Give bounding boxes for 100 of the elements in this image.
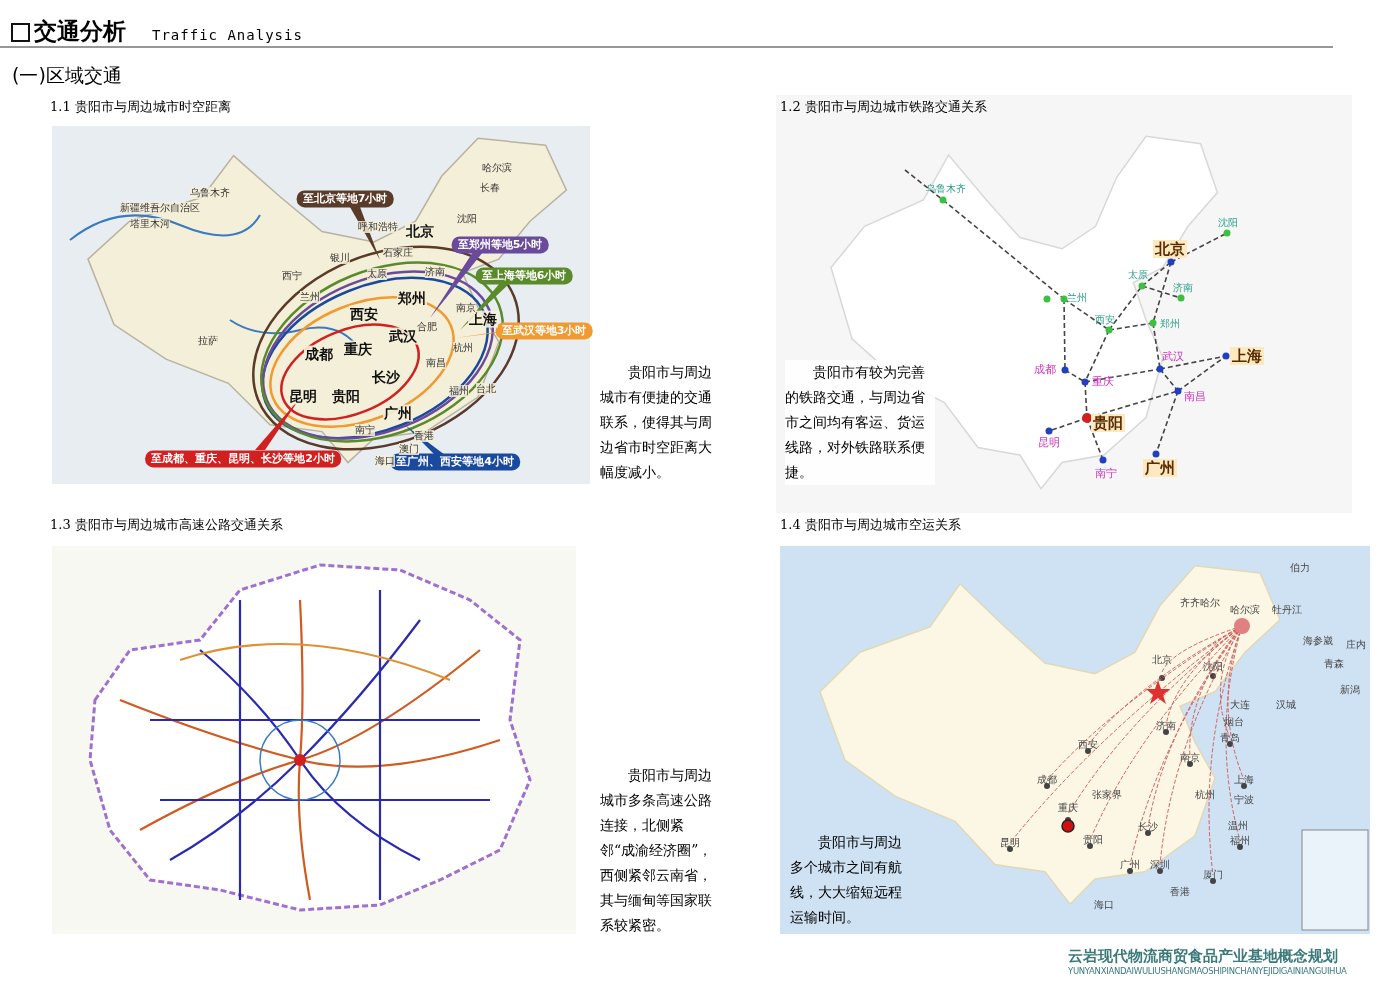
city-label: 杭州 xyxy=(453,342,473,354)
city-label: 合肥 xyxy=(417,321,437,333)
subsection-heading: 1.3 贵阳市与周边城市高速公路交通关系 xyxy=(50,517,283,533)
footer-title: 云岩现代物流商贸食品产业基地概念规划 xyxy=(1068,947,1338,965)
city-label: 乌鲁木齐 xyxy=(190,187,230,199)
city-label: 武汉 xyxy=(1162,350,1184,364)
city-label: 哈尔滨 xyxy=(482,162,512,174)
city-label: 塔里木河 xyxy=(130,218,170,230)
city-label: 香港 xyxy=(1170,886,1190,898)
city-label: 兰州 xyxy=(300,291,320,303)
city-label: 济南 xyxy=(425,266,445,278)
city-label: 贵阳 xyxy=(1083,834,1103,846)
city-label: 西安 xyxy=(1078,739,1098,751)
city-label: 张家界 xyxy=(1092,789,1122,801)
city-label: 昆明 xyxy=(1000,837,1020,849)
page-title: 交通分析 xyxy=(34,18,126,46)
city-label: 温州 xyxy=(1228,820,1248,832)
city-label: 昆明 xyxy=(288,387,318,405)
city-label: 大连 xyxy=(1230,699,1250,711)
city-label: 沈阳 xyxy=(1218,217,1238,229)
city-label: 长春 xyxy=(480,182,500,194)
subsection-heading: 1.1 贵阳市与周边城市时空距离 xyxy=(50,99,231,115)
city-label: 新潟 xyxy=(1340,684,1360,696)
city-label: 贵阳 xyxy=(1091,414,1125,432)
city-label: 贵阳 xyxy=(331,387,361,405)
city-label: 南宁 xyxy=(1095,467,1117,481)
callout-label: 至上海等地6小时 xyxy=(475,267,573,285)
description-text: 贵阳市与周边城市有便捷的交通联系，使得其与周边省市时空距离大幅度减小。 xyxy=(600,363,713,482)
city-label: 宁波 xyxy=(1234,794,1254,806)
city-label: 南京 xyxy=(456,302,476,314)
city-label: 厦门 xyxy=(1203,869,1223,881)
city-label: 成都 xyxy=(1034,363,1056,377)
city-label: 银川 xyxy=(330,252,350,264)
city-label: 广州 xyxy=(1143,459,1177,477)
header-subtitle: Traffic Analysis xyxy=(152,27,303,44)
city-label: 上海 xyxy=(1230,347,1264,365)
city-label: 拉萨 xyxy=(198,335,218,347)
city-label: 青岛 xyxy=(1220,732,1240,744)
city-label: 广州 xyxy=(1120,859,1140,871)
city-label: 太原 xyxy=(1128,269,1148,281)
city-label: 海口 xyxy=(375,455,395,467)
footer-subtitle: YUNYANXIANDAIWULIUSHANGMAOSHIPINCHANYEJIDIGAINIANGUIHUA xyxy=(1068,966,1347,977)
city-label: 西宁 xyxy=(282,270,302,282)
subsection-heading: 1.2 贵阳市与周边城市铁路交通关系 xyxy=(780,99,987,115)
city-label: 南昌 xyxy=(426,357,446,369)
city-label: 伯力 xyxy=(1290,562,1310,574)
city-label: 太原 xyxy=(367,268,387,280)
city-label: 烟台 xyxy=(1224,716,1244,728)
city-label: 郑州 xyxy=(397,289,427,307)
city-label: 乌鲁木齐 xyxy=(926,183,966,195)
city-label: 长沙 xyxy=(1138,821,1158,833)
city-label: 沈阳 xyxy=(1203,661,1223,673)
city-label: 呼和浩特 xyxy=(358,221,398,233)
city-label: 南京 xyxy=(1180,752,1200,764)
city-label: 海参崴 xyxy=(1303,635,1333,647)
city-label: 重庆 xyxy=(343,340,373,358)
description-text: 贵阳市有较为完善的铁路交通，与周边省市之间均有客运、货运线路，对外铁路联系便捷。 xyxy=(785,360,935,485)
city-label: 成都 xyxy=(1037,774,1057,786)
city-label: 济南 xyxy=(1156,720,1176,732)
city-label: 汉城 xyxy=(1276,699,1296,711)
city-label: 重庆 xyxy=(1058,802,1078,814)
callout-label: 至成都、重庆、昆明、长沙等地2小时 xyxy=(145,450,341,468)
city-label: 上海 xyxy=(1234,774,1254,786)
city-label: 福州 xyxy=(1230,835,1250,847)
city-label: 昆明 xyxy=(1038,436,1060,450)
city-label: 齐齐哈尔 xyxy=(1180,597,1220,609)
description-text: 贵阳市与周边城市多条高速公路连接，北侧紧邻“成渝经济圈”，西侧紧邻云南省，其与缅甸等国家联系较紧密。 xyxy=(600,766,714,935)
city-label: 成都 xyxy=(304,345,334,363)
city-label: 西安 xyxy=(349,305,379,323)
city-label: 庄内 xyxy=(1346,639,1366,651)
city-label: 新疆维吾尔自治区 xyxy=(120,202,200,214)
city-label: 杭州 xyxy=(1195,789,1215,801)
city-label: 南昌 xyxy=(1184,390,1206,404)
city-label: 西安 xyxy=(1095,314,1115,326)
city-label: 广州 xyxy=(383,404,413,422)
city-label: 青森 xyxy=(1324,658,1344,670)
city-label: 福州 xyxy=(449,385,469,397)
city-label: 深圳 xyxy=(1150,859,1170,871)
city-label: 哈尔滨 xyxy=(1230,604,1260,616)
city-label: 南宁 xyxy=(355,424,375,436)
city-label: 北京 xyxy=(1152,654,1172,666)
city-label: 郑州 xyxy=(1160,318,1180,330)
section-heading: (一)区域交通 xyxy=(12,64,122,87)
city-label: 北京 xyxy=(1153,240,1187,258)
city-label: 海口 xyxy=(1094,899,1114,911)
city-label: 兰州 xyxy=(1067,292,1087,304)
city-label: 武汉 xyxy=(388,327,418,345)
city-label: 台北 xyxy=(476,383,496,395)
city-label: 济南 xyxy=(1173,282,1193,294)
city-label: 长沙 xyxy=(371,368,401,386)
city-label: 沈阳 xyxy=(457,213,477,225)
callout-label: 至郑州等地5小时 xyxy=(451,236,549,254)
callout-label: 至北京等地7小时 xyxy=(296,190,394,208)
subsection-heading: 1.4 贵阳市与周边城市空运关系 xyxy=(780,517,961,533)
description-text: 贵阳市与周边多个城市之间有航线，大大缩短远程运输时间。 xyxy=(790,833,903,927)
city-label: 澳门 xyxy=(399,443,419,455)
city-label: 香港 xyxy=(414,430,434,442)
city-label: 北京 xyxy=(405,222,435,240)
city-label: 牡丹江 xyxy=(1272,604,1302,616)
city-label: 石家庄 xyxy=(383,247,413,259)
